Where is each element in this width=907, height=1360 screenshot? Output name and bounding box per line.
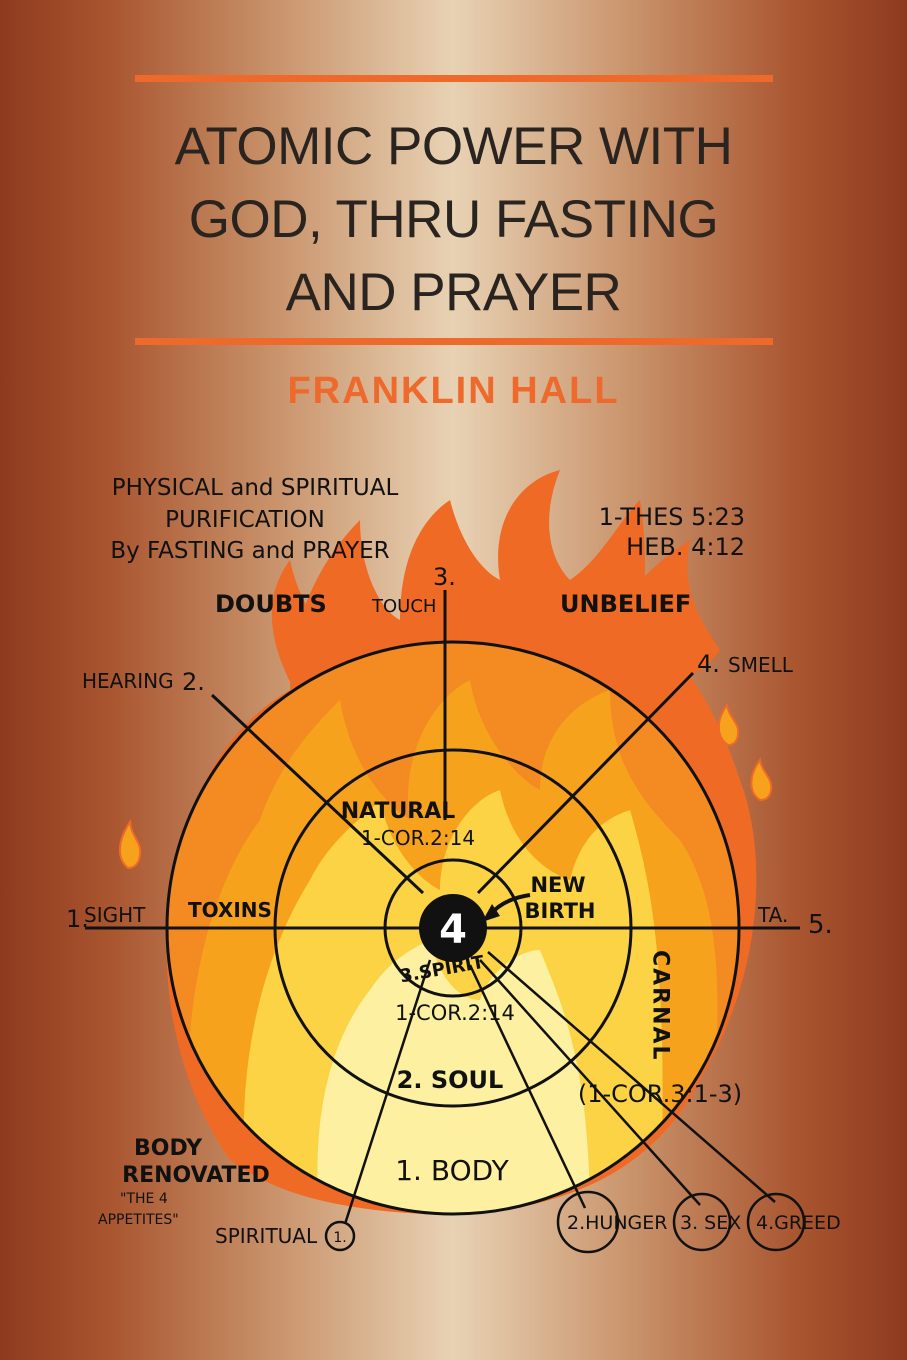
- sight-number: 1.: [66, 905, 89, 933]
- sex-appetite-line: [479, 959, 701, 1206]
- bottom-rule: [135, 338, 773, 345]
- spirit-reference: 1-COR.2:14: [395, 1001, 515, 1025]
- smell-number: 4.: [697, 650, 720, 678]
- sight-label: SIGHT: [84, 903, 146, 927]
- touch-label: TOUCH: [371, 596, 436, 617]
- title-line-3: AND PRAYER: [285, 263, 622, 322]
- reference-heb: HEB. 4:12: [626, 533, 745, 561]
- sex-circle: [672, 1192, 732, 1252]
- hunger-circle: [556, 1190, 620, 1254]
- center-number: 4: [439, 907, 467, 953]
- taste-label: TA.: [757, 903, 788, 927]
- appetites-subtitle-1: "THE 4: [120, 1191, 168, 1207]
- small-flame-right-top: [717, 702, 740, 747]
- body-label: 1. BODY: [395, 1154, 509, 1187]
- heading-line-3: By FASTING and PRAYER: [110, 538, 389, 564]
- appetites-title-1: BODY: [134, 1136, 203, 1161]
- carnal-reference: (1-COR.3:1-3): [578, 1080, 742, 1108]
- hearing-label: HEARING: [82, 669, 174, 693]
- spiritual-appetite-line: [343, 959, 432, 1225]
- sex-label: 3. SEX: [680, 1212, 741, 1234]
- hunger-label: 2.HUNGER: [567, 1212, 667, 1234]
- hearing-number: 2.: [182, 668, 205, 696]
- small-flame-right-bottom: [750, 757, 773, 802]
- new-birth-arrowhead: [482, 904, 500, 922]
- greed-circle: [746, 1192, 806, 1252]
- book-title: ATOMIC POWER WITH GOD, THRU FASTING AND …: [100, 110, 807, 329]
- birth-label: BIRTH: [525, 899, 596, 923]
- title-line-1: ATOMIC POWER WITH: [174, 117, 733, 176]
- natural-label: NATURAL: [341, 799, 456, 824]
- appetites-subtitle-2: APPETITES": [98, 1212, 179, 1228]
- small-flame-left: [119, 819, 142, 870]
- hunger-appetite-line: [468, 964, 587, 1209]
- author-name: FRANKLIN HALL: [287, 370, 620, 412]
- flame-left-tongue: [271, 560, 350, 700]
- unbelief-label: UNBELIEF: [560, 590, 691, 618]
- hearing-line: [210, 693, 425, 895]
- soul-label: 2. SOUL: [397, 1066, 504, 1094]
- appetites-title-2: RENOVATED: [122, 1163, 270, 1188]
- carnal-label: CARNAL: [648, 950, 673, 1062]
- doubts-label: DOUBTS: [215, 590, 327, 618]
- smell-line: [476, 671, 695, 895]
- reference-thes: 1-THES 5:23: [599, 503, 745, 531]
- smell-label: SMELL: [728, 653, 794, 677]
- spiritual-number: 1.: [333, 1230, 346, 1246]
- flame-right-tongue: [610, 540, 720, 684]
- flame-core: [317, 940, 590, 1214]
- heading-line-2: PURIFICATION: [165, 507, 325, 533]
- spiritual-label: SPIRITUAL: [215, 1224, 318, 1248]
- new-label: NEW: [530, 873, 585, 897]
- center-ball: [419, 894, 487, 962]
- heading-line-1: PHYSICAL and SPIRITUAL: [112, 475, 399, 501]
- toxins-label: TOXINS: [188, 898, 272, 922]
- greed-label: 4.GREED: [756, 1212, 841, 1234]
- top-rule: [135, 75, 773, 82]
- touch-number: 3.: [433, 563, 456, 591]
- spiritual-circle: [324, 1220, 356, 1252]
- greed-appetite-line: [487, 951, 776, 1203]
- taste-number: 5.: [808, 910, 833, 940]
- natural-reference: 1-COR.2:14: [361, 826, 475, 850]
- title-line-2: GOD, THRU FASTING: [188, 190, 719, 249]
